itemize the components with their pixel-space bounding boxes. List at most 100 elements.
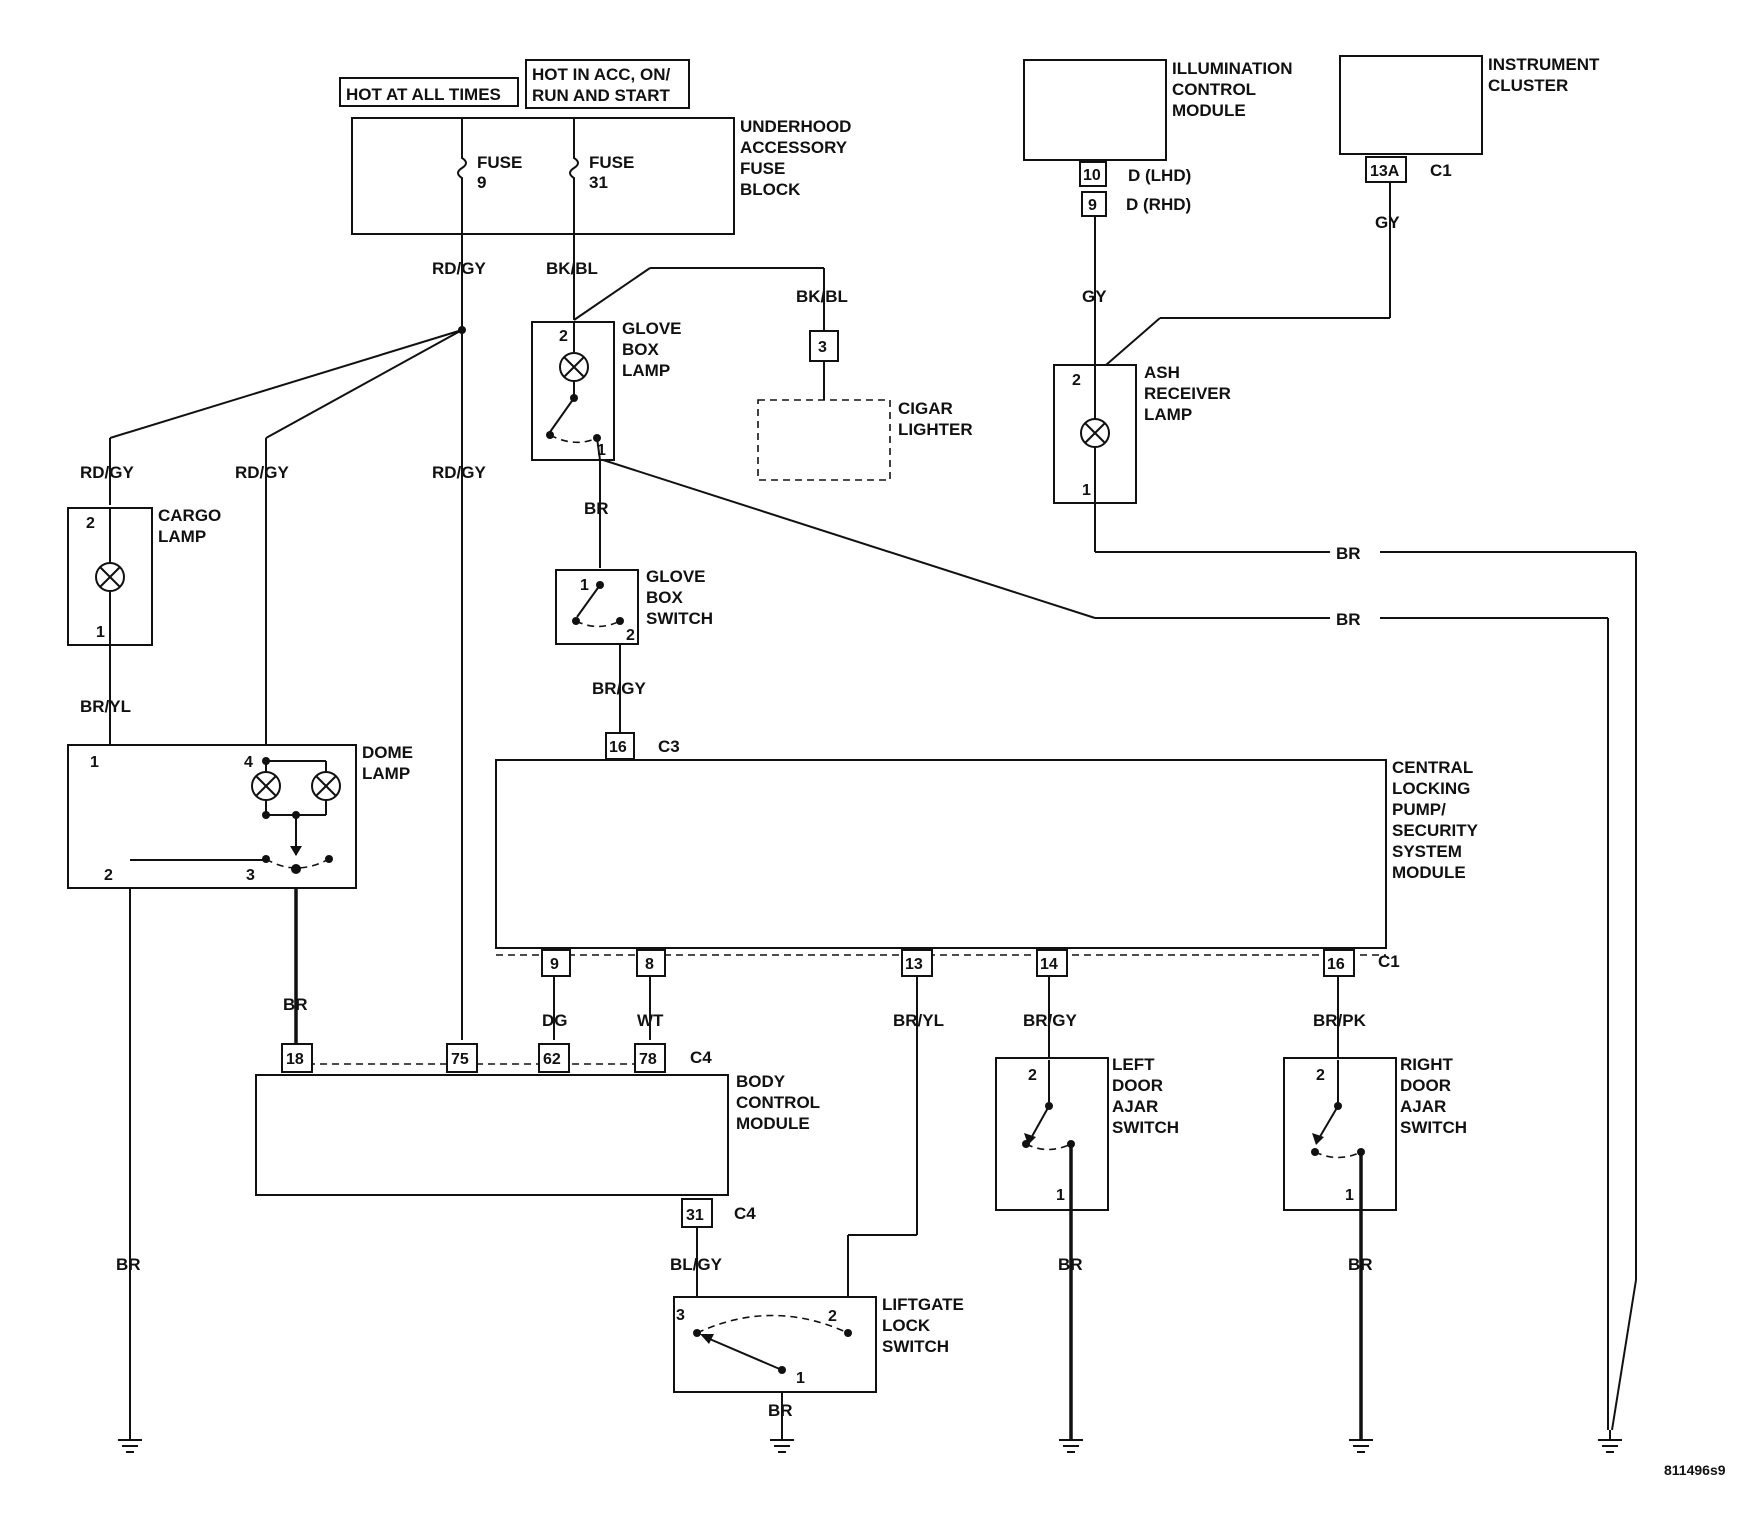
svg-text:DOME: DOME (362, 743, 413, 762)
ground-icon (118, 1439, 142, 1453)
svg-text:BR/YL: BR/YL (893, 1011, 944, 1030)
svg-text:ILLUMINATION: ILLUMINATION (1172, 59, 1293, 78)
svg-text:GLOVE: GLOVE (622, 319, 682, 338)
svg-text:62: 62 (543, 1051, 561, 1068)
svg-text:GLOVE: GLOVE (646, 567, 706, 586)
svg-text:BL/GY: BL/GY (670, 1255, 723, 1274)
ash-receiver-lamp: 2 1 ASH RECEIVER LAMP (1053, 363, 1231, 504)
svg-text:MODULE: MODULE (1392, 863, 1466, 882)
left-door-ajar-switch: 2 1 LEFT DOOR AJAR SWITCH (995, 1055, 1179, 1211)
ground-icon (1598, 1430, 1622, 1453)
svg-text:RD/GY: RD/GY (432, 259, 487, 278)
svg-text:BR: BR (116, 1255, 141, 1274)
svg-text:RUN AND START: RUN AND START (532, 86, 670, 105)
svg-text:D (LHD): D (LHD) (1128, 166, 1191, 185)
svg-text:BR: BR (584, 499, 609, 518)
ground-symbols (118, 1430, 1622, 1453)
svg-text:C1: C1 (1378, 952, 1400, 971)
svg-text:31: 31 (589, 173, 608, 192)
svg-text:31: 31 (686, 1207, 704, 1224)
svg-text:RD/GY: RD/GY (80, 463, 135, 482)
svg-text:SWITCH: SWITCH (1112, 1118, 1179, 1137)
svg-text:SWITCH: SWITCH (882, 1337, 949, 1356)
svg-text:1: 1 (1056, 1187, 1065, 1204)
svg-text:9: 9 (1088, 197, 1097, 214)
svg-text:D (RHD): D (RHD) (1126, 195, 1191, 214)
svg-text:MODULE: MODULE (736, 1114, 810, 1133)
svg-text:3: 3 (676, 1307, 685, 1324)
svg-text:LAMP: LAMP (622, 361, 670, 380)
svg-text:C4: C4 (734, 1204, 756, 1223)
svg-text:8: 8 (645, 956, 654, 973)
svg-text:PUMP/: PUMP/ (1392, 800, 1446, 819)
svg-text:AJAR: AJAR (1112, 1097, 1158, 1116)
body-control-module: 18 75 62 78 C4 BODY CONTROL MODULE 31 C4 (255, 1043, 820, 1228)
svg-text:BOX: BOX (646, 588, 684, 607)
svg-text:MODULE: MODULE (1172, 101, 1246, 120)
svg-text:SYSTEM: SYSTEM (1392, 842, 1462, 861)
svg-text:BK/BL: BK/BL (546, 259, 598, 278)
svg-text:LAMP: LAMP (362, 764, 410, 783)
glove-box-lamp: 2 1 GLOVE BOX LAMP (531, 319, 682, 461)
svg-text:LAMP: LAMP (158, 527, 206, 546)
svg-text:BR/YL: BR/YL (80, 697, 131, 716)
glove-box-switch: 1 2 GLOVE BOX SWITCH (555, 567, 713, 645)
svg-text:9: 9 (477, 173, 486, 192)
svg-text:C3: C3 (658, 737, 680, 756)
svg-text:RD/GY: RD/GY (235, 463, 290, 482)
svg-text:HOT IN ACC, ON/: HOT IN ACC, ON/ (532, 65, 670, 84)
svg-text:UNDERHOOD: UNDERHOOD (740, 117, 851, 136)
svg-text:78: 78 (639, 1051, 657, 1068)
svg-text:ASH: ASH (1144, 363, 1180, 382)
svg-text:14: 14 (1040, 956, 1058, 973)
svg-text:1: 1 (1345, 1187, 1354, 1204)
svg-text:RECEIVER: RECEIVER (1144, 384, 1231, 403)
svg-text:LAMP: LAMP (1144, 405, 1192, 424)
svg-text:HOT AT ALL TIMES: HOT AT ALL TIMES (346, 85, 501, 104)
svg-text:DOOR: DOOR (1112, 1076, 1163, 1095)
svg-text:BK/BL: BK/BL (796, 287, 848, 306)
svg-text:BR: BR (1336, 610, 1361, 629)
svg-text:DOOR: DOOR (1400, 1076, 1451, 1095)
svg-text:CONTROL: CONTROL (1172, 80, 1256, 99)
svg-text:CIGAR: CIGAR (898, 399, 953, 418)
svg-text:RD/GY: RD/GY (432, 463, 487, 482)
svg-text:9: 9 (550, 956, 559, 973)
svg-text:1: 1 (96, 624, 105, 641)
svg-text:2: 2 (86, 515, 95, 532)
svg-text:LIGHTER: LIGHTER (898, 420, 973, 439)
svg-text:2: 2 (1072, 372, 1081, 389)
svg-text:SWITCH: SWITCH (1400, 1118, 1467, 1137)
svg-text:16: 16 (1327, 956, 1345, 973)
svg-text:13: 13 (905, 956, 923, 973)
svg-text:2: 2 (828, 1308, 837, 1325)
svg-text:1: 1 (597, 442, 606, 459)
svg-text:BR: BR (283, 995, 308, 1014)
fuse-31-label: FUSE (589, 153, 634, 172)
instrument-cluster: INSTRUMENT CLUSTER 13A C1 (1339, 55, 1600, 183)
ground-icon (1059, 1439, 1083, 1453)
dome-lamp: 1 4 2 3 DOME LAMP (67, 743, 413, 889)
svg-text:16: 16 (609, 739, 627, 756)
svg-text:2: 2 (104, 867, 113, 884)
svg-text:BR/GY: BR/GY (1023, 1011, 1078, 1030)
wire-labels: RD/GY BK/BL BK/BL RD/GY RD/GY RD/GY BR G… (80, 213, 1400, 1420)
liftgate-lock-switch: 3 2 1 LIFTGATE LOCK SWITCH (673, 1295, 964, 1393)
svg-text:RIGHT: RIGHT (1400, 1055, 1454, 1074)
power-hot-at-all-times-label: HOT AT ALL TIMES (339, 77, 519, 107)
svg-text:DG: DG (542, 1011, 568, 1030)
svg-text:1: 1 (90, 754, 99, 771)
svg-text:GY: GY (1375, 213, 1400, 232)
svg-text:2: 2 (559, 328, 568, 345)
svg-text:INSTRUMENT: INSTRUMENT (1488, 55, 1600, 74)
svg-text:BR: BR (1336, 544, 1361, 563)
svg-text:SECURITY: SECURITY (1392, 821, 1479, 840)
svg-text:CENTRAL: CENTRAL (1392, 758, 1473, 777)
svg-text:BOX: BOX (622, 340, 660, 359)
svg-text:BR/GY: BR/GY (592, 679, 647, 698)
svg-text:13A: 13A (1370, 163, 1400, 180)
svg-text:10: 10 (1083, 167, 1101, 184)
ground-icon (1349, 1439, 1373, 1453)
svg-text:CARGO: CARGO (158, 506, 221, 525)
svg-text:LEFT: LEFT (1112, 1055, 1155, 1074)
